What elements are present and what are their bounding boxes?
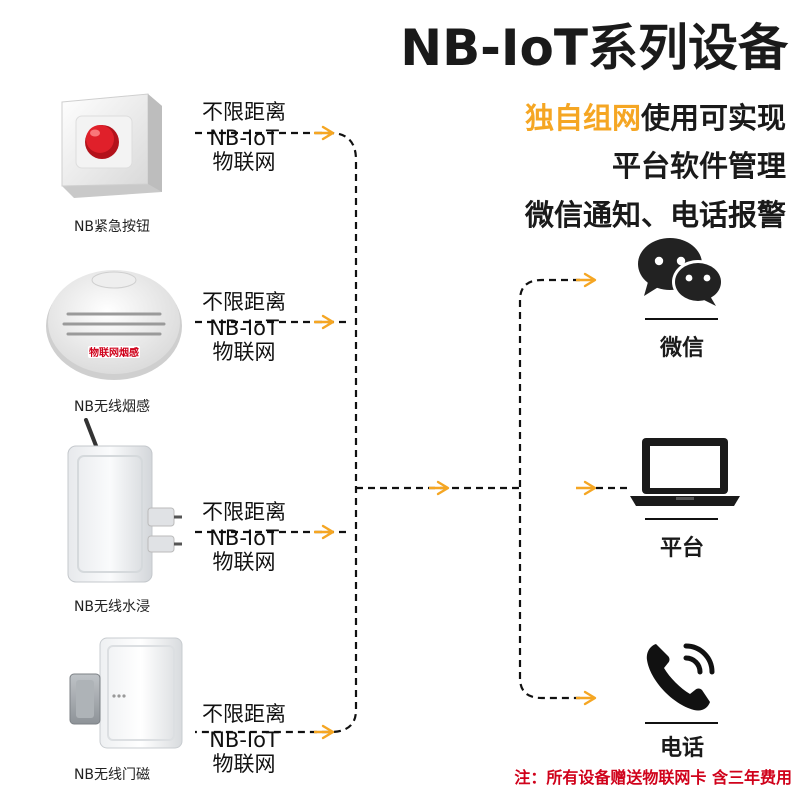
smoke-detector-print: 物联网烟感	[89, 346, 139, 359]
link-label-protocol: NB-IoT	[209, 316, 279, 340]
arrow-target-wechat	[576, 272, 597, 288]
feature-line-notify: 微信通知、电话报警	[524, 198, 786, 232]
device-label-emergency-button: NB紧急按钮	[73, 219, 151, 235]
link-label-protocol: NB-IoT	[209, 526, 279, 550]
feature-line-platform: 平台软件管理	[611, 149, 786, 183]
target-label-platform: 平台	[659, 536, 704, 561]
link-label-3: 不限距离 NB-IoT 物联网	[188, 500, 300, 574]
arrow-hub	[429, 480, 450, 496]
page-title: NB-IoT系列设备	[400, 19, 788, 77]
feature-line-self-network: 独自组网使用可实现	[426, 95, 786, 137]
link-label-network: 物联网	[212, 340, 276, 364]
device-label-smoke-detector: NB无线烟感	[73, 399, 151, 415]
phone-icon	[646, 643, 715, 711]
feature-highlight: 独自组网	[524, 101, 641, 135]
target-label-wechat: 微信	[659, 336, 704, 361]
link-label-2: 不限距离 NB-IoT 物联网	[188, 290, 300, 364]
link-label-range: 不限距离	[202, 290, 286, 314]
link-label-network: 物联网	[212, 550, 276, 574]
link-label-protocol: NB-IoT	[209, 126, 279, 150]
link-label-range: 不限距离	[202, 702, 286, 726]
arrow-target-platform	[576, 480, 597, 496]
link-label-1: 不限距离 NB-IoT 物联网	[188, 100, 300, 174]
feature-line-rest: 使用可实现	[640, 101, 786, 135]
door-sensor-image	[69, 637, 183, 749]
arrow-device-2	[314, 314, 335, 330]
arrow-target-phone	[576, 690, 597, 706]
arrow-device-4	[314, 724, 335, 740]
water-sensor-image	[67, 418, 182, 583]
link-label-4: 不限距离 NB-IoT 物联网	[188, 702, 300, 776]
device-label-door-sensor: NB无线门磁	[73, 767, 151, 783]
link-label-range: 不限距离	[202, 100, 286, 124]
link-label-protocol: NB-IoT	[209, 728, 279, 752]
footnote: 注：所有设备赠送物联网卡 含三年费用	[514, 768, 792, 787]
link-line-1	[195, 131, 358, 734]
smoke-detector-image: 物联网烟感	[46, 270, 182, 380]
target-label-phone: 电话	[659, 736, 704, 761]
emergency-button-image	[61, 93, 162, 198]
link-label-network: 物联网	[212, 752, 276, 776]
target-trunk	[518, 278, 580, 700]
link-label-network: 物联网	[212, 150, 276, 174]
arrow-device-1	[314, 125, 335, 141]
laptop-icon	[630, 438, 740, 506]
link-label-range: 不限距离	[202, 500, 286, 524]
arrow-device-3	[314, 524, 335, 540]
wechat-icon	[638, 238, 724, 306]
device-label-water-sensor: NB无线水浸	[73, 599, 151, 615]
